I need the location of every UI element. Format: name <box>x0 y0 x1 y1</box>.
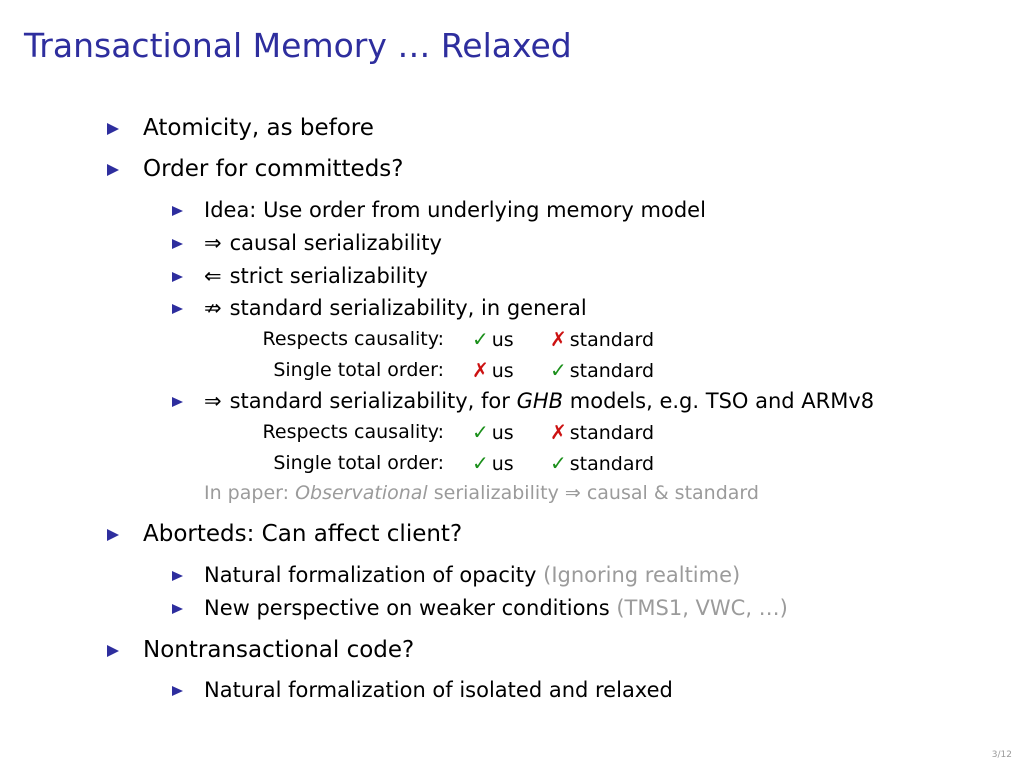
sub-bullet-idea: Idea: Use order from underlying memory m… <box>172 196 706 224</box>
us-cell: ✗us <box>472 358 514 382</box>
slide-title: Transactional Memory … Relaxed <box>24 26 572 65</box>
implies-icon: ⇒ <box>204 231 222 255</box>
comparison-label: Single total order: <box>273 452 444 474</box>
comparison-label: Respects causality: <box>262 421 444 443</box>
bullet-text: New perspective on weaker conditions <box>204 596 610 620</box>
ghb-term: GHB <box>516 389 564 413</box>
bullet-text: models, e.g. TSO and ARMv8 <box>569 389 875 413</box>
bullet-icon <box>172 686 183 696</box>
bullet-text: standard serializability, in general <box>229 296 587 320</box>
bullet-icon <box>172 604 183 614</box>
sub-bullet-isolated: Natural formalization of isolated and re… <box>172 676 673 704</box>
check-icon: ✓ <box>550 451 567 475</box>
not-implies-icon: ⇏ <box>204 296 222 320</box>
bullet-icon <box>172 239 183 249</box>
standard-cell: ✗standard <box>550 327 655 351</box>
sub-bullet-standard-ghb: ⇒ standard serializability, for GHB model… <box>172 387 874 415</box>
bullet-icon <box>107 122 119 135</box>
cross-icon: ✗ <box>472 358 489 382</box>
bullet-text: Idea: Use order from underlying memory m… <box>204 198 706 222</box>
bullet-icon <box>107 644 119 657</box>
comparison-label: Respects causality: <box>262 328 444 350</box>
standard-cell: ✓standard <box>550 451 655 475</box>
bullet-text: standard serializability, for <box>229 389 510 413</box>
bullet-text: Aborteds: Can affect client? <box>143 521 463 547</box>
us-cell: ✓us <box>472 420 514 444</box>
bullet-aborteds: Aborteds: Can affect client? <box>107 519 462 549</box>
check-icon: ✓ <box>472 420 489 444</box>
bullet-atomicity: Atomicity, as before <box>107 113 374 143</box>
bullet-icon <box>172 571 183 581</box>
bullet-nontransactional: Nontransactional code? <box>107 635 414 665</box>
bullet-text: Natural formalization of isolated and re… <box>204 678 673 702</box>
us-cell: ✓us <box>472 327 514 351</box>
bullet-text: Nontransactional code? <box>143 637 415 663</box>
comparison-label: Single total order: <box>273 359 444 381</box>
bullet-order-committeds: Order for committeds? <box>107 154 404 184</box>
check-icon: ✓ <box>550 358 567 382</box>
bullet-text: Natural formalization of opacity <box>204 563 537 587</box>
bullet-icon <box>172 272 183 282</box>
implied-by-icon: ⇐ <box>204 264 222 288</box>
bullet-icon <box>172 397 183 407</box>
bullet-icon <box>107 528 119 541</box>
cross-icon: ✗ <box>550 420 567 444</box>
sub-bullet-opacity: Natural formalization of opacity (Ignori… <box>172 561 740 589</box>
implies-icon: ⇒ <box>204 389 222 413</box>
bullet-aside: (TMS1, VWC, …) <box>616 596 788 620</box>
bullet-icon <box>172 206 183 216</box>
bullet-text: Atomicity, as before <box>143 115 374 141</box>
check-icon: ✓ <box>472 327 489 351</box>
sub-bullet-strict: ⇐ strict serializability <box>172 262 428 290</box>
standard-cell: ✓standard <box>550 358 655 382</box>
us-cell: ✓us <box>472 451 514 475</box>
bullet-icon <box>107 163 119 176</box>
bullet-text: Order for committeds? <box>143 156 404 182</box>
bullet-text: causal serializability <box>229 231 442 255</box>
sub-bullet-causal: ⇒ causal serializability <box>172 229 442 257</box>
bullet-icon <box>172 304 183 314</box>
paper-note: In paper: Observational serializability … <box>204 482 759 504</box>
bullet-text: strict serializability <box>229 264 428 288</box>
cross-icon: ✗ <box>550 327 567 351</box>
page-number: 3/12 <box>991 750 1012 760</box>
observational-term: Observational <box>295 482 428 504</box>
bullet-aside: (Ignoring realtime) <box>543 563 741 587</box>
check-icon: ✓ <box>472 451 489 475</box>
standard-cell: ✗standard <box>550 420 655 444</box>
sub-bullet-weaker: New perspective on weaker conditions (TM… <box>172 594 788 622</box>
sub-bullet-standard-general: ⇏ standard serializability, in general <box>172 294 587 322</box>
